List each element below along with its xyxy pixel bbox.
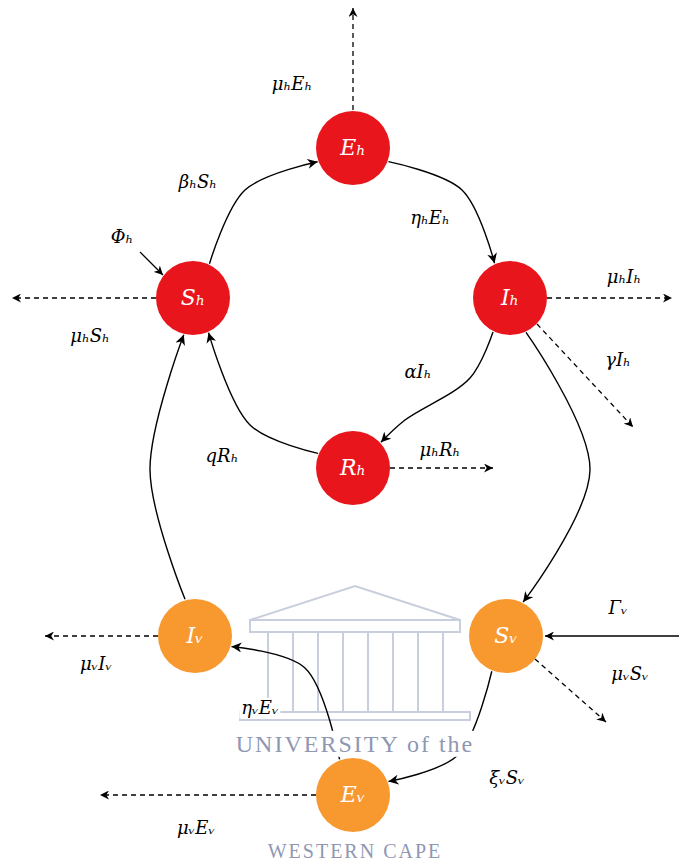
circle-shape bbox=[469, 599, 543, 673]
outflow-arrow bbox=[537, 324, 633, 427]
circle-shape bbox=[158, 599, 232, 673]
column bbox=[342, 632, 344, 712]
outflow-arrow bbox=[100, 794, 316, 795]
entablature bbox=[250, 620, 460, 632]
compartment-circle: Sᵥ bbox=[469, 599, 543, 673]
compartment-name: Rₕ bbox=[340, 456, 366, 480]
compartment-name: Iₕ bbox=[501, 286, 519, 310]
compartment-circle: Iᵥ bbox=[158, 599, 232, 673]
outflow-arrow bbox=[547, 297, 672, 298]
column bbox=[417, 632, 419, 712]
compartment-name: Iᵥ bbox=[187, 624, 204, 648]
rate-label: Φₕ bbox=[109, 227, 136, 248]
rate-label: μᵥEᵥ bbox=[175, 818, 217, 839]
outflow-arrow bbox=[12, 297, 156, 298]
circle-shape bbox=[473, 261, 547, 335]
inflow-arrow bbox=[140, 252, 163, 275]
transition-rate: αIₕ bbox=[402, 362, 433, 383]
outflow-arrow bbox=[352, 8, 353, 110]
column bbox=[367, 632, 369, 712]
transition-arrow bbox=[150, 335, 185, 599]
outflow-arrow bbox=[535, 659, 606, 722]
transition-arrow bbox=[381, 332, 493, 442]
transition-arrow bbox=[209, 162, 317, 264]
compartment-circle: Sₕ bbox=[156, 261, 230, 335]
transition-rate: qRₕ bbox=[204, 446, 241, 467]
compartment-text-group: Rₕ bbox=[340, 456, 366, 480]
column bbox=[392, 632, 394, 712]
transition-arrow bbox=[389, 671, 492, 781]
inflow-arrow bbox=[545, 635, 679, 636]
column bbox=[317, 632, 319, 712]
transition-rate: βₕSₕ bbox=[177, 172, 219, 193]
circle-shape bbox=[316, 431, 390, 505]
transition-rate: ηᵥEᵥ bbox=[239, 698, 280, 719]
compartment-circle: Eₕ bbox=[316, 111, 390, 185]
column bbox=[292, 632, 294, 712]
watermark: WESTERN CAPE bbox=[265, 840, 446, 862]
compartment-name: Eᵥ bbox=[341, 783, 365, 807]
compartment-circle: Eᵥ bbox=[316, 758, 390, 832]
rate-label: μᵥSᵥ bbox=[609, 664, 650, 685]
compartment-name: Sₕ bbox=[181, 286, 206, 310]
transition-rate: ηₕEₕ bbox=[408, 208, 452, 229]
compartment-circle: Iₕ bbox=[473, 261, 547, 335]
circle-shape bbox=[156, 261, 230, 335]
transition-arrow bbox=[523, 332, 590, 602]
rate-label: Γᵥ bbox=[606, 598, 629, 619]
compartment-text-group: Sᵥ bbox=[494, 624, 517, 648]
rate-label: μᵥIᵥ bbox=[78, 654, 114, 675]
rate-label: μₕEₕ bbox=[270, 74, 314, 95]
compartment-text-group: Eᵥ bbox=[341, 783, 365, 807]
rate-label: μₕRₕ bbox=[418, 440, 463, 461]
transition-arrow bbox=[388, 162, 494, 264]
column bbox=[442, 632, 444, 712]
transition-rate: ξᵥSᵥ bbox=[487, 768, 527, 789]
compartment-text-group: Eₕ bbox=[340, 136, 366, 160]
rate-label: μₕSₕ bbox=[68, 326, 112, 347]
rate-label: μₕIₕ bbox=[605, 267, 643, 288]
compartment-name: Eₕ bbox=[340, 136, 366, 160]
pediment bbox=[250, 586, 460, 620]
circle-shape bbox=[316, 758, 390, 832]
compartment-text-group: Iₕ bbox=[501, 286, 519, 310]
outflow-arrow bbox=[45, 635, 158, 636]
rate-label: γIₕ bbox=[603, 350, 633, 371]
watermark: UNIVERSITY of the bbox=[233, 731, 477, 757]
compartment-text-group: Sₕ bbox=[181, 286, 206, 310]
circle-shape bbox=[316, 111, 390, 185]
transition-arrow bbox=[209, 333, 318, 454]
compartment-name: Sᵥ bbox=[494, 624, 517, 648]
watermark-building bbox=[240, 586, 470, 720]
outflow-arrow bbox=[390, 467, 493, 468]
compartment-text-group: Iᵥ bbox=[187, 624, 204, 648]
compartment-circle: Rₕ bbox=[316, 431, 390, 505]
